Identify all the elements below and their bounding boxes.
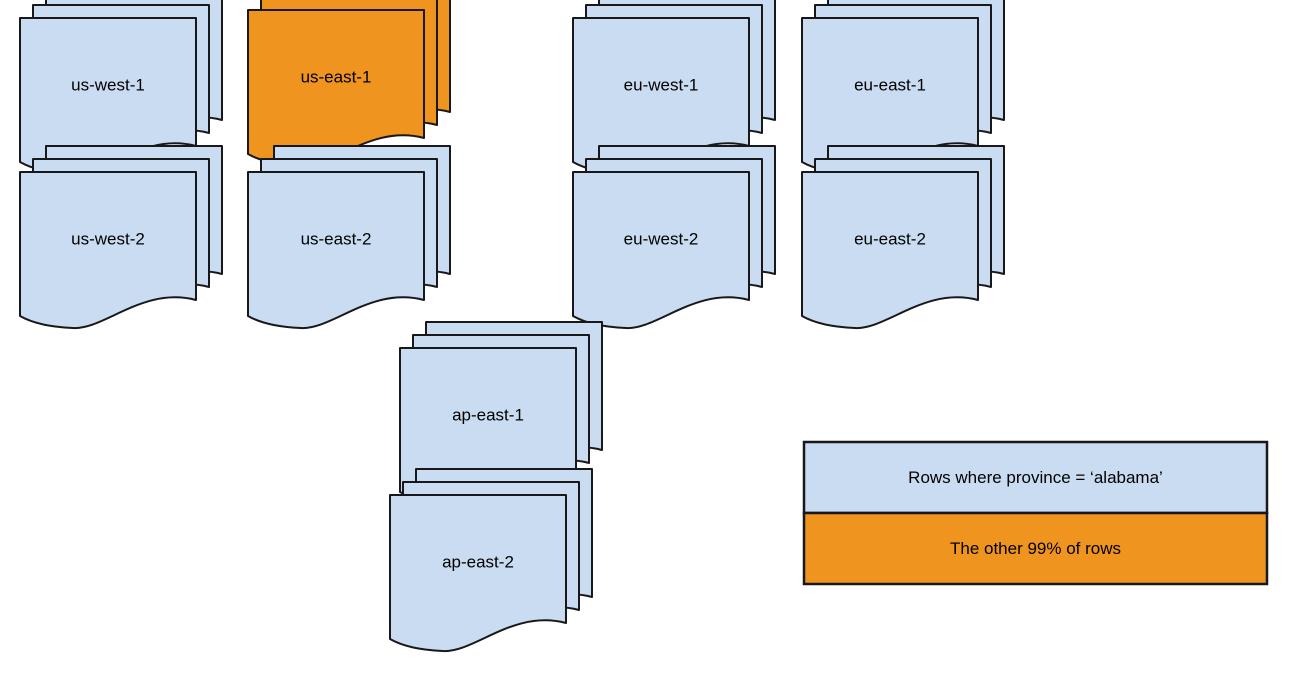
region-stack-ap-east-1[interactable]: ap-east-1	[399, 321, 603, 506]
legend-swatch-legend-other-rows	[802, 511, 1269, 586]
region-stack-label-ap-east-2: ap-east-2	[442, 552, 514, 571]
legend-label-legend-other-rows: The other 99% of rows	[950, 539, 1121, 558]
document-sheet-front-eu-west-2	[572, 171, 750, 330]
region-stack-eu-east-1[interactable]: eu-east-1	[801, 0, 1005, 176]
region-stack-label-us-west-2: us-west-2	[71, 229, 145, 248]
document-sheet-front-us-east-2	[247, 171, 425, 330]
region-stack-label-us-east-2: us-east-2	[301, 229, 372, 248]
region-stack-label-us-west-1: us-west-1	[71, 75, 145, 94]
region-stacks-group: us-west-1 us-east-1 eu-west-1 eu-east-1 us-w…	[19, 0, 1005, 653]
region-stack-ap-east-2[interactable]: ap-east-2	[389, 468, 593, 653]
region-stack-label-eu-west-2: eu-west-2	[624, 229, 699, 248]
legend-label-legend-rows-alabama: Rows where province = ‘alabama’	[908, 468, 1163, 487]
document-sheet-front-eu-east-2	[801, 171, 979, 330]
document-sheet-front-ap-east-2	[389, 494, 567, 653]
region-stack-label-ap-east-1: ap-east-1	[452, 405, 524, 424]
region-stack-label-us-east-1: us-east-1	[301, 67, 372, 86]
legend-swatch-legend-rows-alabama	[802, 440, 1269, 515]
legend-group: Rows where province = ‘alabama’ The other…	[802, 440, 1269, 586]
region-stack-us-east-1[interactable]: us-east-1	[247, 0, 451, 168]
region-stack-us-east-2[interactable]: us-east-2	[247, 145, 451, 330]
document-sheet-front-us-west-2	[19, 171, 197, 330]
region-stack-eu-east-2[interactable]: eu-east-2	[801, 145, 1005, 330]
document-sheet-front-us-east-1	[247, 9, 425, 168]
region-stack-label-eu-west-1: eu-west-1	[624, 75, 699, 94]
region-stack-us-west-2[interactable]: us-west-2	[19, 145, 223, 330]
region-stack-label-eu-east-1: eu-east-1	[854, 75, 926, 94]
region-stack-eu-west-2[interactable]: eu-west-2	[572, 145, 776, 330]
region-stack-label-eu-east-2: eu-east-2	[854, 229, 926, 248]
